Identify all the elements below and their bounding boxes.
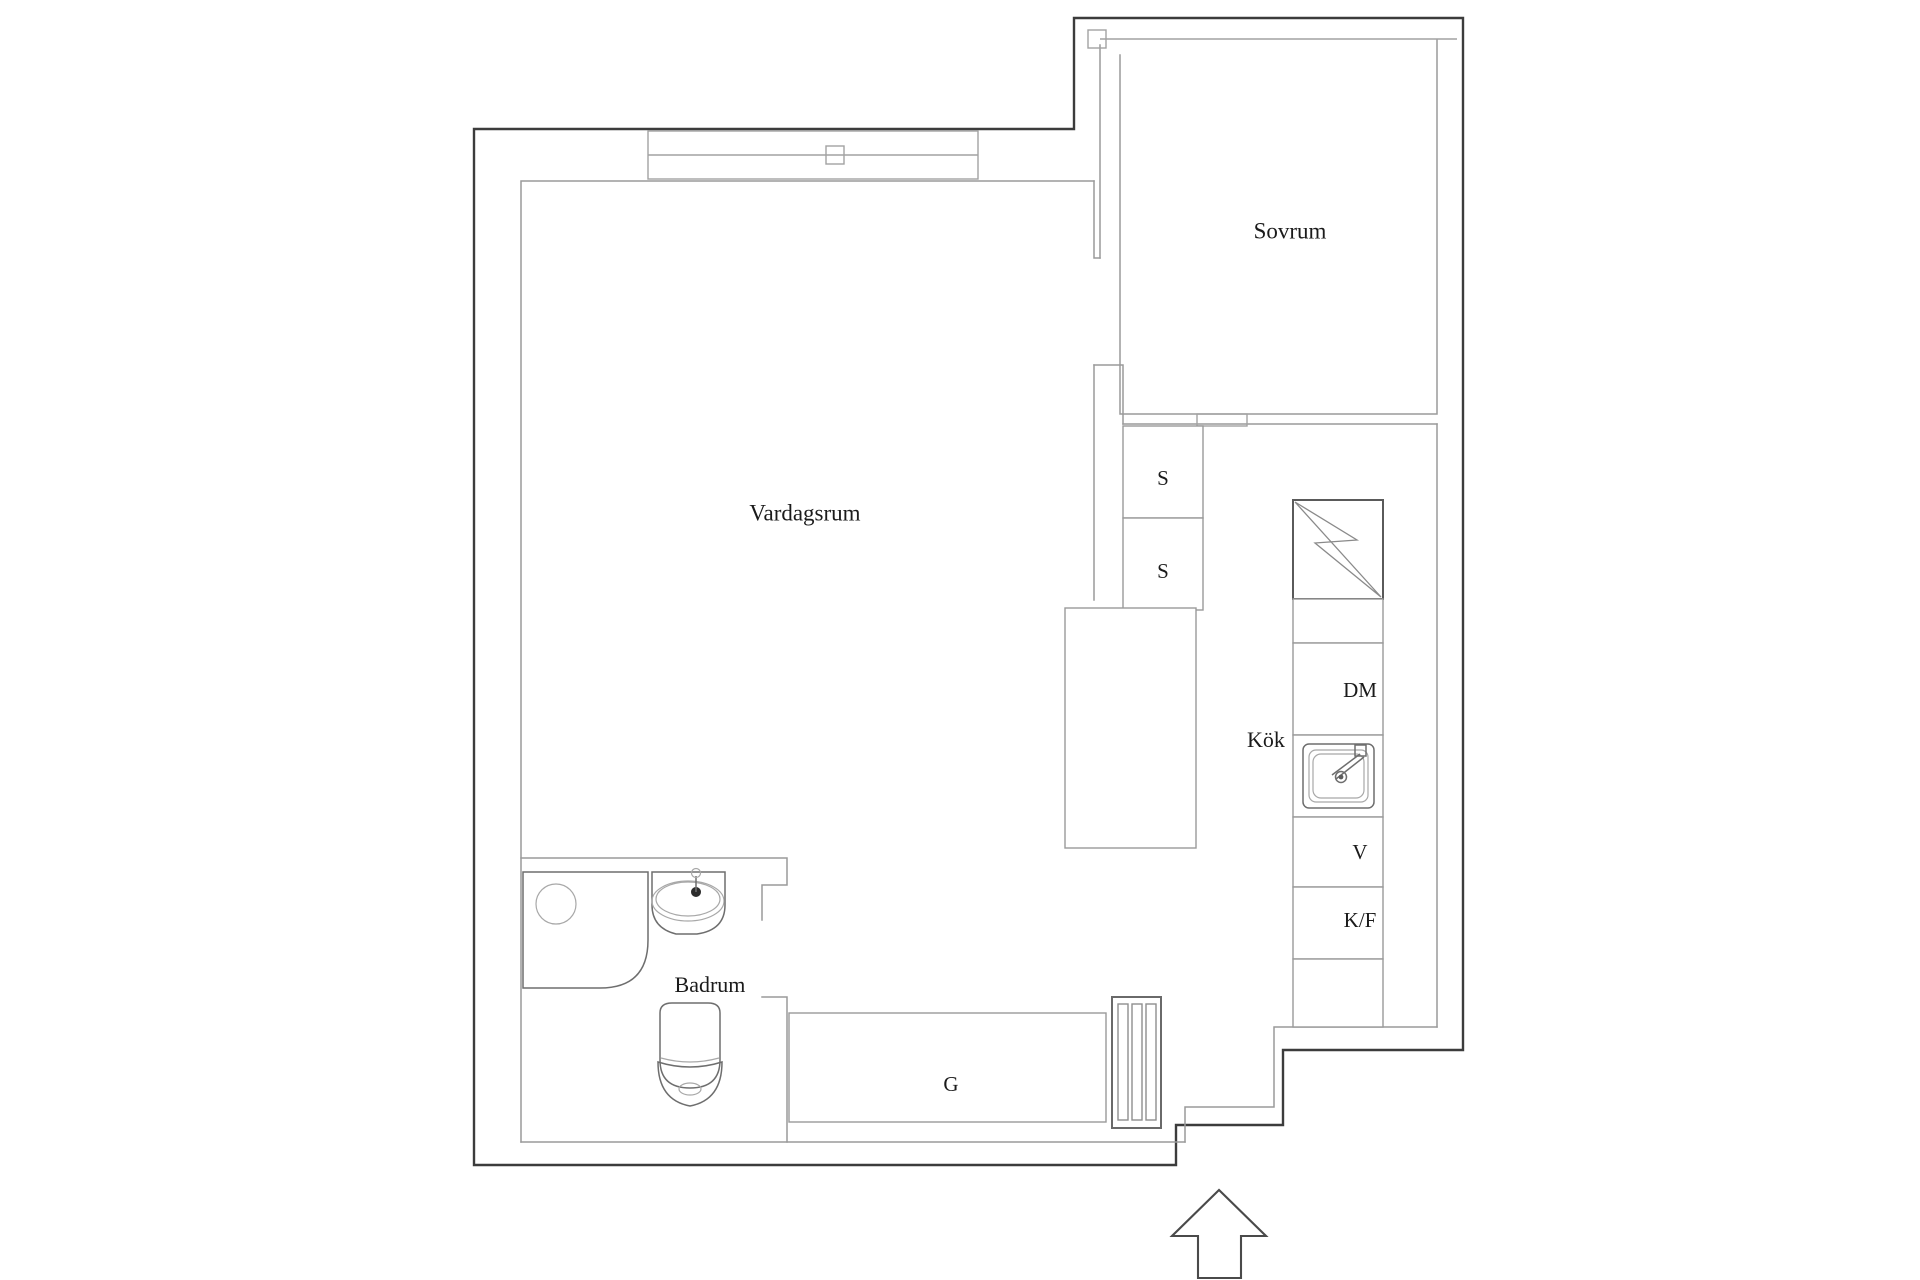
radiator [1111, 996, 1162, 1129]
toilet-fixture [657, 1002, 723, 1107]
shower-tray [522, 871, 649, 989]
kitchen-east-cabinets [1292, 499, 1384, 1028]
room-label-vardagsrum: Vardagsrum [749, 500, 860, 525]
room-label-kok: Kök [1247, 727, 1285, 752]
tag-dishwasher: DM [1343, 678, 1377, 702]
kitchen-sink-fixture [1302, 743, 1375, 809]
tag-storage-lower: S [1157, 559, 1169, 583]
kitchen-island-block [1064, 607, 1197, 849]
tag-fridge-freezer: K/F [1344, 908, 1377, 932]
appliance-tags: S S DM V K/F G [943, 466, 1377, 1096]
tag-wardrobe: G [943, 1072, 958, 1096]
outer-wall-envelope [472, 16, 1465, 1167]
bedroom-window [1087, 29, 1457, 49]
kitchen-west-cabinets [1122, 425, 1204, 611]
wardrobe-block [788, 1012, 1107, 1123]
inner-wall-faces [520, 39, 1438, 1143]
room-label-badrum: Badrum [675, 972, 746, 997]
tag-washer: V [1352, 840, 1367, 864]
corner-washbasin [651, 867, 726, 935]
room-label-sovrum: Sovrum [1254, 218, 1327, 243]
entrance-arrow-icon [1169, 1188, 1269, 1280]
living-room-window [647, 130, 979, 180]
tag-storage-upper: S [1157, 466, 1169, 490]
bedroom-kitchen-doorway [1196, 413, 1248, 427]
room-labels: Vardagsrum Sovrum Kök Badrum [675, 218, 1327, 997]
